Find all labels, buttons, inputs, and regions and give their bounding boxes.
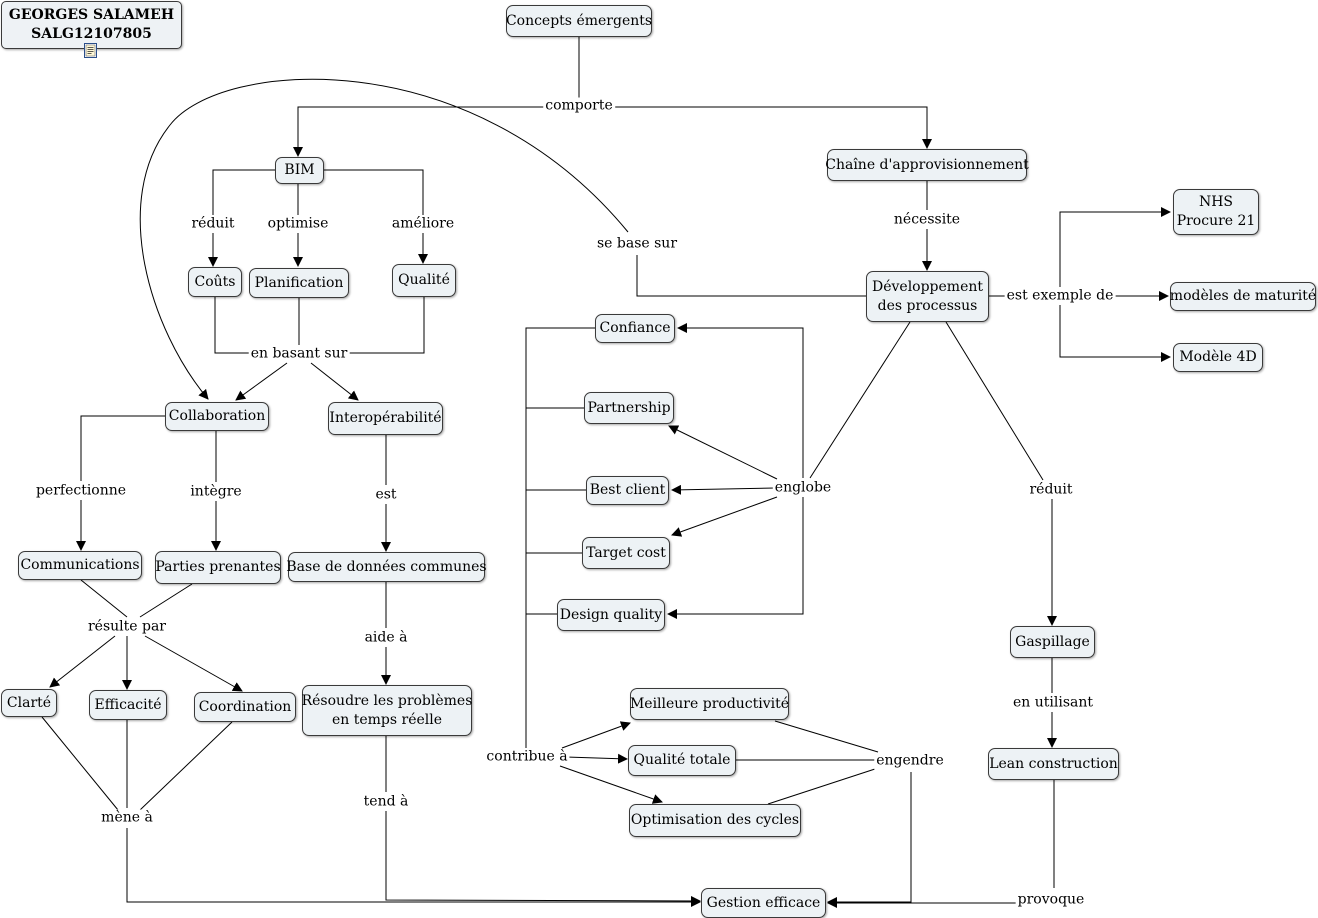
link-clarte-mene: [41, 716, 119, 811]
concept-modele-4d[interactable]: Modèle 4D: [1173, 343, 1263, 372]
link-parties-resulte: [139, 583, 193, 618]
link-englobe-bestclient: [671, 484, 776, 495]
link-contribue-qualitetot: [565, 753, 628, 764]
link-exemple-nhs: [1059, 207, 1171, 287]
link-label-mene-a[interactable]: mène à: [99, 809, 155, 827]
link-englobe-confiance: [677, 323, 804, 478]
link-label-se-base-sur[interactable]: se base sur: [594, 235, 680, 253]
document-icon[interactable]: [84, 43, 97, 58]
link-contribue-meilleure: [561, 721, 631, 749]
concept-qualite-totale[interactable]: Qualité totale: [628, 745, 736, 776]
link-sebase-collab: [139, 78, 629, 400]
link-resulte-coord: [144, 635, 243, 692]
link-label-contribue-a[interactable]: contribue à: [484, 748, 570, 766]
link-label-engendre[interactable]: engendre: [874, 752, 946, 770]
link-label-en-basant-sur[interactable]: en basant sur: [248, 345, 350, 363]
concept-optimisation-cycles[interactable]: Optimisation des cycles: [629, 804, 801, 837]
link-label-est-exemple-de[interactable]: est exemple de: [1004, 287, 1116, 305]
concept-concepts-emergents[interactable]: Concepts émergents: [506, 5, 652, 37]
link-label-aide-a[interactable]: aide à: [362, 629, 410, 647]
link-label-est[interactable]: est: [373, 486, 399, 504]
concept-planification[interactable]: Planification: [249, 268, 349, 298]
concept-partnership[interactable]: Partnership: [584, 392, 674, 424]
link-label-en-utilisant[interactable]: en utilisant: [1010, 694, 1096, 712]
concept-gestion-efficace[interactable]: Gestion efficace: [701, 888, 826, 918]
link-mene-gestion: [126, 828, 701, 907]
link-englobe-partnership: [668, 425, 778, 480]
author-code: SALG12107805: [31, 26, 152, 42]
concept-gaspillage[interactable]: Gaspillage: [1010, 626, 1095, 658]
link-label-comporte[interactable]: comporte: [543, 97, 615, 115]
link-label-integre[interactable]: intègre: [188, 483, 244, 501]
link-englobe-target: [671, 496, 778, 537]
link-resulte-clarte: [49, 635, 116, 688]
link-contribue-bracket: [525, 327, 595, 748]
concept-meilleure-productivite[interactable]: Meilleure productivité: [630, 688, 789, 720]
link-bim-ameliore: [323, 169, 424, 215]
link-dev-reduit: [945, 321, 1044, 481]
author-title-box: GEORGES SALAMEH SALG12107805: [1, 1, 182, 49]
author-name: GEORGES SALAMEH: [8, 7, 175, 23]
concept-couts[interactable]: Coûts: [188, 267, 242, 297]
link-optim-engendre: [767, 767, 879, 805]
link-label-ameliore[interactable]: améliore: [389, 215, 457, 233]
link-label-englobe[interactable]: englobe: [772, 479, 834, 497]
link-coord-mene: [139, 721, 233, 811]
concept-coordination[interactable]: Coordination: [194, 692, 296, 722]
link-label-reduit-gaspillage[interactable]: réduit: [1027, 481, 1075, 499]
link-label-tend-a[interactable]: tend à: [361, 793, 411, 811]
link-label-necessite[interactable]: nécessite: [891, 211, 963, 229]
link-label-provoque[interactable]: provoque: [1015, 891, 1087, 909]
link-dev-englobe: [809, 321, 911, 479]
concept-interoperabilite[interactable]: Interopérabilité: [328, 402, 443, 435]
concept-modeles-maturite[interactable]: modèles de maturité: [1170, 282, 1316, 311]
link-couts-basant: [214, 297, 255, 354]
link-collab-perfectionne: [80, 415, 166, 481]
link-qualite-basant: [344, 297, 425, 354]
link-label-perfectionne[interactable]: perfectionne: [33, 482, 129, 500]
link-bim-reduit: [212, 169, 276, 215]
link-label-reduit[interactable]: réduit: [189, 215, 237, 233]
link-meilleure-engendre: [774, 720, 879, 753]
concept-nhs-procure[interactable]: NHS Procure 21: [1173, 189, 1259, 235]
link-exemple-4d: [1059, 305, 1171, 362]
concept-design-quality[interactable]: Design quality: [557, 599, 665, 631]
link-comm-resulte: [80, 579, 128, 618]
concept-chaine-approvisionnement[interactable]: Chaîne d'approvisionnement: [825, 149, 1029, 181]
concept-collaboration[interactable]: Collaboration: [165, 402, 269, 431]
link-basant-interop: [310, 362, 359, 401]
link-comporte-bim: [293, 106, 545, 157]
concept-resoudre-problemes[interactable]: Résoudre les problèmes en temps réelle: [302, 685, 472, 736]
concept-qualite[interactable]: Qualité: [392, 264, 456, 297]
concept-target-cost[interactable]: Target cost: [582, 537, 670, 569]
concept-base-donnees-communes[interactable]: Base de données communes: [286, 552, 487, 582]
concept-communications[interactable]: Communications: [18, 551, 142, 580]
concept-developpement-processus[interactable]: Développement des processus: [866, 271, 989, 322]
link-label-resulte-par[interactable]: résulte par: [85, 618, 169, 636]
concept-confiance[interactable]: Confiance: [595, 314, 675, 343]
link-contribue-optim: [559, 765, 663, 804]
concept-parties-prenantes[interactable]: Parties prenantes: [155, 551, 281, 584]
link-englobe-design: [667, 497, 804, 619]
concept-best-client[interactable]: Best client: [586, 476, 669, 505]
link-tend-gestion: [385, 811, 701, 906]
link-comporte-chaine: [612, 106, 932, 149]
concept-lean-construction[interactable]: Lean construction: [988, 748, 1119, 780]
link-basant-collab: [235, 362, 288, 401]
concept-clarte[interactable]: Clarté: [1, 689, 57, 717]
link-label-optimise[interactable]: optimise: [265, 215, 331, 233]
link-engendre-gestion: [827, 772, 912, 907]
link-dev-sebase: [636, 255, 866, 297]
concept-bim[interactable]: BIM: [275, 157, 324, 184]
concept-efficacite[interactable]: Efficacité: [89, 690, 167, 720]
